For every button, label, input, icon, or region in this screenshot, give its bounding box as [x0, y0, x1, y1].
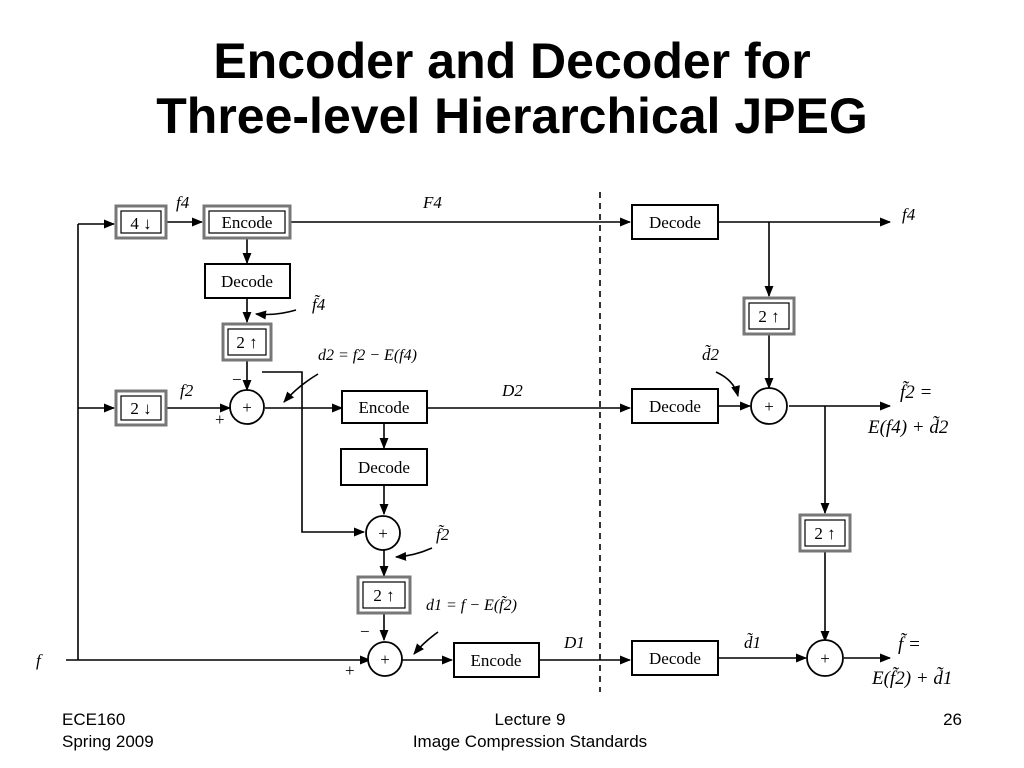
minus-sign-d2: −: [232, 370, 242, 389]
signal-wires: [66, 217, 892, 665]
signal-label-F4: F4: [422, 193, 442, 212]
svg-text:+: +: [242, 398, 252, 417]
upsample-block-2: 2 ↑: [356, 575, 412, 615]
footer-lecture-topic: Image Compression Standards: [412, 732, 648, 751]
summer-f2-reconstruct: +: [365, 515, 401, 551]
svg-text:2 ↑: 2 ↑: [814, 524, 835, 543]
slide-title: Encoder and Decoder for Three-level Hier…: [0, 34, 1024, 144]
plus-sign-d2: +: [215, 410, 225, 429]
footer-course: ECE160 Spring 2009: [62, 709, 154, 753]
signal-label-d1-tilde: d̃1: [744, 633, 761, 652]
svg-text:4 ↓: 4 ↓: [130, 214, 151, 233]
decode-block-F4: Decode: [631, 204, 719, 240]
signal-label-f: f: [36, 651, 43, 670]
footer-course-code: ECE160: [62, 710, 126, 729]
svg-text:Decode: Decode: [221, 272, 273, 291]
downsample-2-block: 2 ↓: [114, 389, 168, 427]
signal-label-D2: D2: [501, 381, 523, 400]
svg-text:Encode: Encode: [359, 398, 410, 417]
equation-d2: d2 = f2 − E(f4): [318, 347, 417, 364]
summer-d1: +: [367, 641, 403, 677]
signal-label-f2-tilde: f̃2: [436, 525, 450, 544]
output-f-line-2: E(f̃2) + d̃1: [871, 667, 952, 689]
signal-label-f4-tilde: f̃4: [312, 295, 326, 314]
summer-d2: +: [229, 389, 265, 425]
svg-text:Decode: Decode: [649, 649, 701, 668]
signal-label-D1: D1: [563, 633, 585, 652]
svg-text:Encode: Encode: [222, 213, 273, 232]
page-number: 26: [943, 710, 962, 729]
signal-label-f2: f2: [180, 381, 194, 400]
svg-text:+: +: [378, 524, 388, 543]
svg-text:Decode: Decode: [358, 458, 410, 477]
summer-decoder-f2: +: [750, 387, 788, 425]
downsample-4-block: 4 ↓: [114, 204, 168, 240]
plus-sign-d1: +: [345, 661, 355, 680]
svg-text:2 ↑: 2 ↑: [373, 586, 394, 605]
upsample-block-3: 2 ↑: [742, 296, 796, 336]
footer-lecture-number: Lecture 9: [494, 710, 566, 729]
output-f2-line-2: E(f4) + d̃2: [867, 416, 949, 438]
svg-text:+: +: [820, 649, 830, 668]
encode-block-d1: Encode: [453, 642, 540, 678]
decode-block-f4: Decode: [204, 263, 291, 299]
svg-text:Decode: Decode: [649, 397, 701, 416]
title-line-2: Three-level Hierarchical JPEG: [156, 88, 868, 144]
signal-label-f4: f4: [176, 193, 190, 212]
title-line-1: Encoder and Decoder for: [213, 33, 811, 89]
svg-text:+: +: [380, 650, 390, 669]
signal-label-d2-tilde: d̃2: [702, 345, 720, 364]
equation-d1: d1 = f − E(f̃2): [426, 596, 517, 614]
svg-text:2 ↓: 2 ↓: [130, 399, 151, 418]
svg-text:Encode: Encode: [471, 651, 522, 670]
minus-sign-d1: −: [360, 622, 370, 641]
footer-lecture: Lecture 9 Image Compression Standards: [330, 709, 730, 753]
encode-block-f4: Encode: [202, 204, 292, 240]
decode-block-D1: Decode: [631, 640, 719, 676]
svg-text:+: +: [764, 397, 774, 416]
output-f2-line-1: f̃2 =: [900, 381, 932, 403]
svg-text:2 ↑: 2 ↑: [758, 307, 779, 326]
upsample-block-4: 2 ↑: [798, 513, 852, 553]
output-label-f4: f4: [902, 205, 916, 224]
output-f-line-1: f̃ =: [898, 633, 921, 655]
svg-text:Decode: Decode: [649, 213, 701, 232]
footer-page-number: 26: [920, 709, 962, 731]
svg-text:2 ↑: 2 ↑: [236, 333, 257, 352]
decode-block-D2: Decode: [631, 388, 719, 424]
summer-decoder-f: +: [806, 639, 844, 677]
footer-term: Spring 2009: [62, 732, 154, 751]
upsample-block-1: 2 ↑: [221, 322, 273, 362]
encode-block-d2: Encode: [341, 390, 428, 424]
decode-block-d2: Decode: [340, 448, 428, 486]
annotation-pointers: [254, 309, 740, 655]
